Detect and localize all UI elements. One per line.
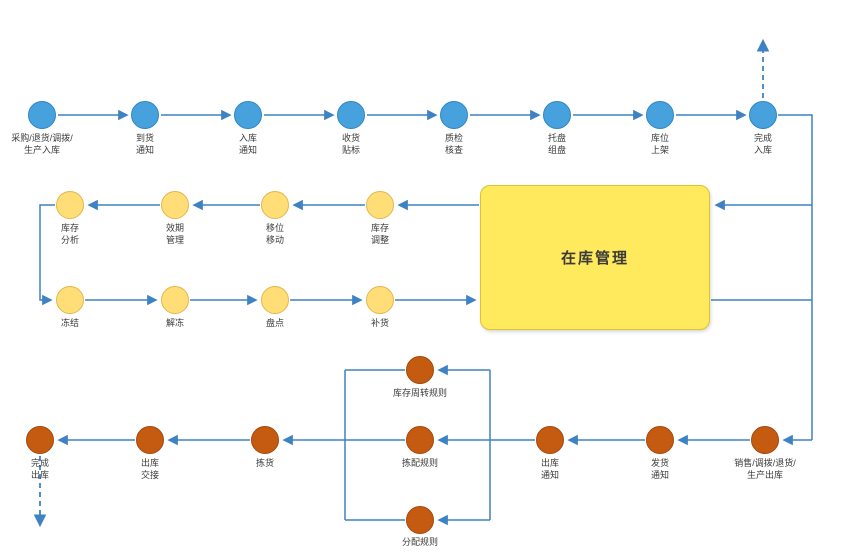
storage-management-box: 在库管理	[480, 185, 710, 330]
outbound-label-picking: 拣货	[255, 458, 274, 468]
storage-connectors	[39, 199, 479, 306]
inbound-label-3: 入库 通知	[238, 133, 257, 155]
node-unfreeze	[161, 286, 189, 314]
node-arrival-notice	[131, 101, 159, 129]
rule-label-allocation: 分配规则	[401, 537, 438, 547]
node-receive-label	[337, 101, 365, 129]
node-stock-adjust	[366, 191, 394, 219]
node-picking	[251, 426, 279, 454]
storage-upper-label-1: 库存 分析	[60, 223, 79, 245]
inbound-label-6: 托盘 组盘	[547, 133, 566, 155]
node-putaway	[646, 101, 674, 129]
storage-upper-label-3: 移位 移动	[265, 223, 284, 245]
storage-box-title: 在库管理	[560, 250, 629, 267]
storage-lower-label-2: 解冻	[165, 318, 184, 328]
storage-upper-label-2: 效期 管理	[165, 223, 184, 245]
storage-lower-label-4: 补货	[370, 318, 389, 328]
node-pick-rule	[406, 426, 434, 454]
node-palletize	[543, 101, 571, 129]
outbound-label-notice: 出库 通知	[540, 458, 559, 480]
storage-upper-label-4: 库存 调整	[370, 223, 389, 245]
node-relocation	[261, 191, 289, 219]
node-replenish	[366, 286, 394, 314]
node-turnover-rule	[406, 356, 434, 384]
inbound-label-2: 到货 通知	[135, 133, 154, 155]
inbound-label-4: 收货 贴标	[341, 133, 360, 155]
outbound-label-handover: 出库 交接	[140, 458, 159, 480]
storage-lower-label-3: 盘点	[265, 318, 284, 328]
node-quality-check	[440, 101, 468, 129]
outbound-label-complete: 完成 出库	[30, 458, 49, 480]
outbound-label-ship: 发货 通知	[650, 458, 669, 480]
node-outbound-complete	[26, 426, 54, 454]
rule-label-pick: 拣配规则	[401, 458, 438, 468]
node-freeze	[56, 286, 84, 314]
node-expiry-mgmt	[161, 191, 189, 219]
inbound-label-5: 质检 核查	[444, 133, 463, 155]
storage-lower-label-1: 冻结	[60, 318, 79, 328]
inbound-label-8: 完成 入库	[753, 133, 772, 155]
node-inbound-notice	[234, 101, 262, 129]
node-stock-analysis	[56, 191, 84, 219]
node-ship-notice	[646, 426, 674, 454]
node-outbound-handover	[136, 426, 164, 454]
rule-label-turnover: 库存周转规则	[392, 388, 447, 398]
inbound-label-7: 库位 上架	[650, 133, 669, 155]
node-stocktake	[261, 286, 289, 314]
outbound-label-source: 销售/调拨/退货/ 生产出库	[734, 458, 796, 480]
node-inbound-source	[28, 101, 56, 129]
node-allocation-rule	[406, 506, 434, 534]
inbound-label-1: 采购/退货/调拨/ 生产入库	[11, 133, 73, 155]
node-outbound-source	[751, 426, 779, 454]
node-outbound-notice	[536, 426, 564, 454]
node-inbound-complete	[749, 101, 777, 129]
